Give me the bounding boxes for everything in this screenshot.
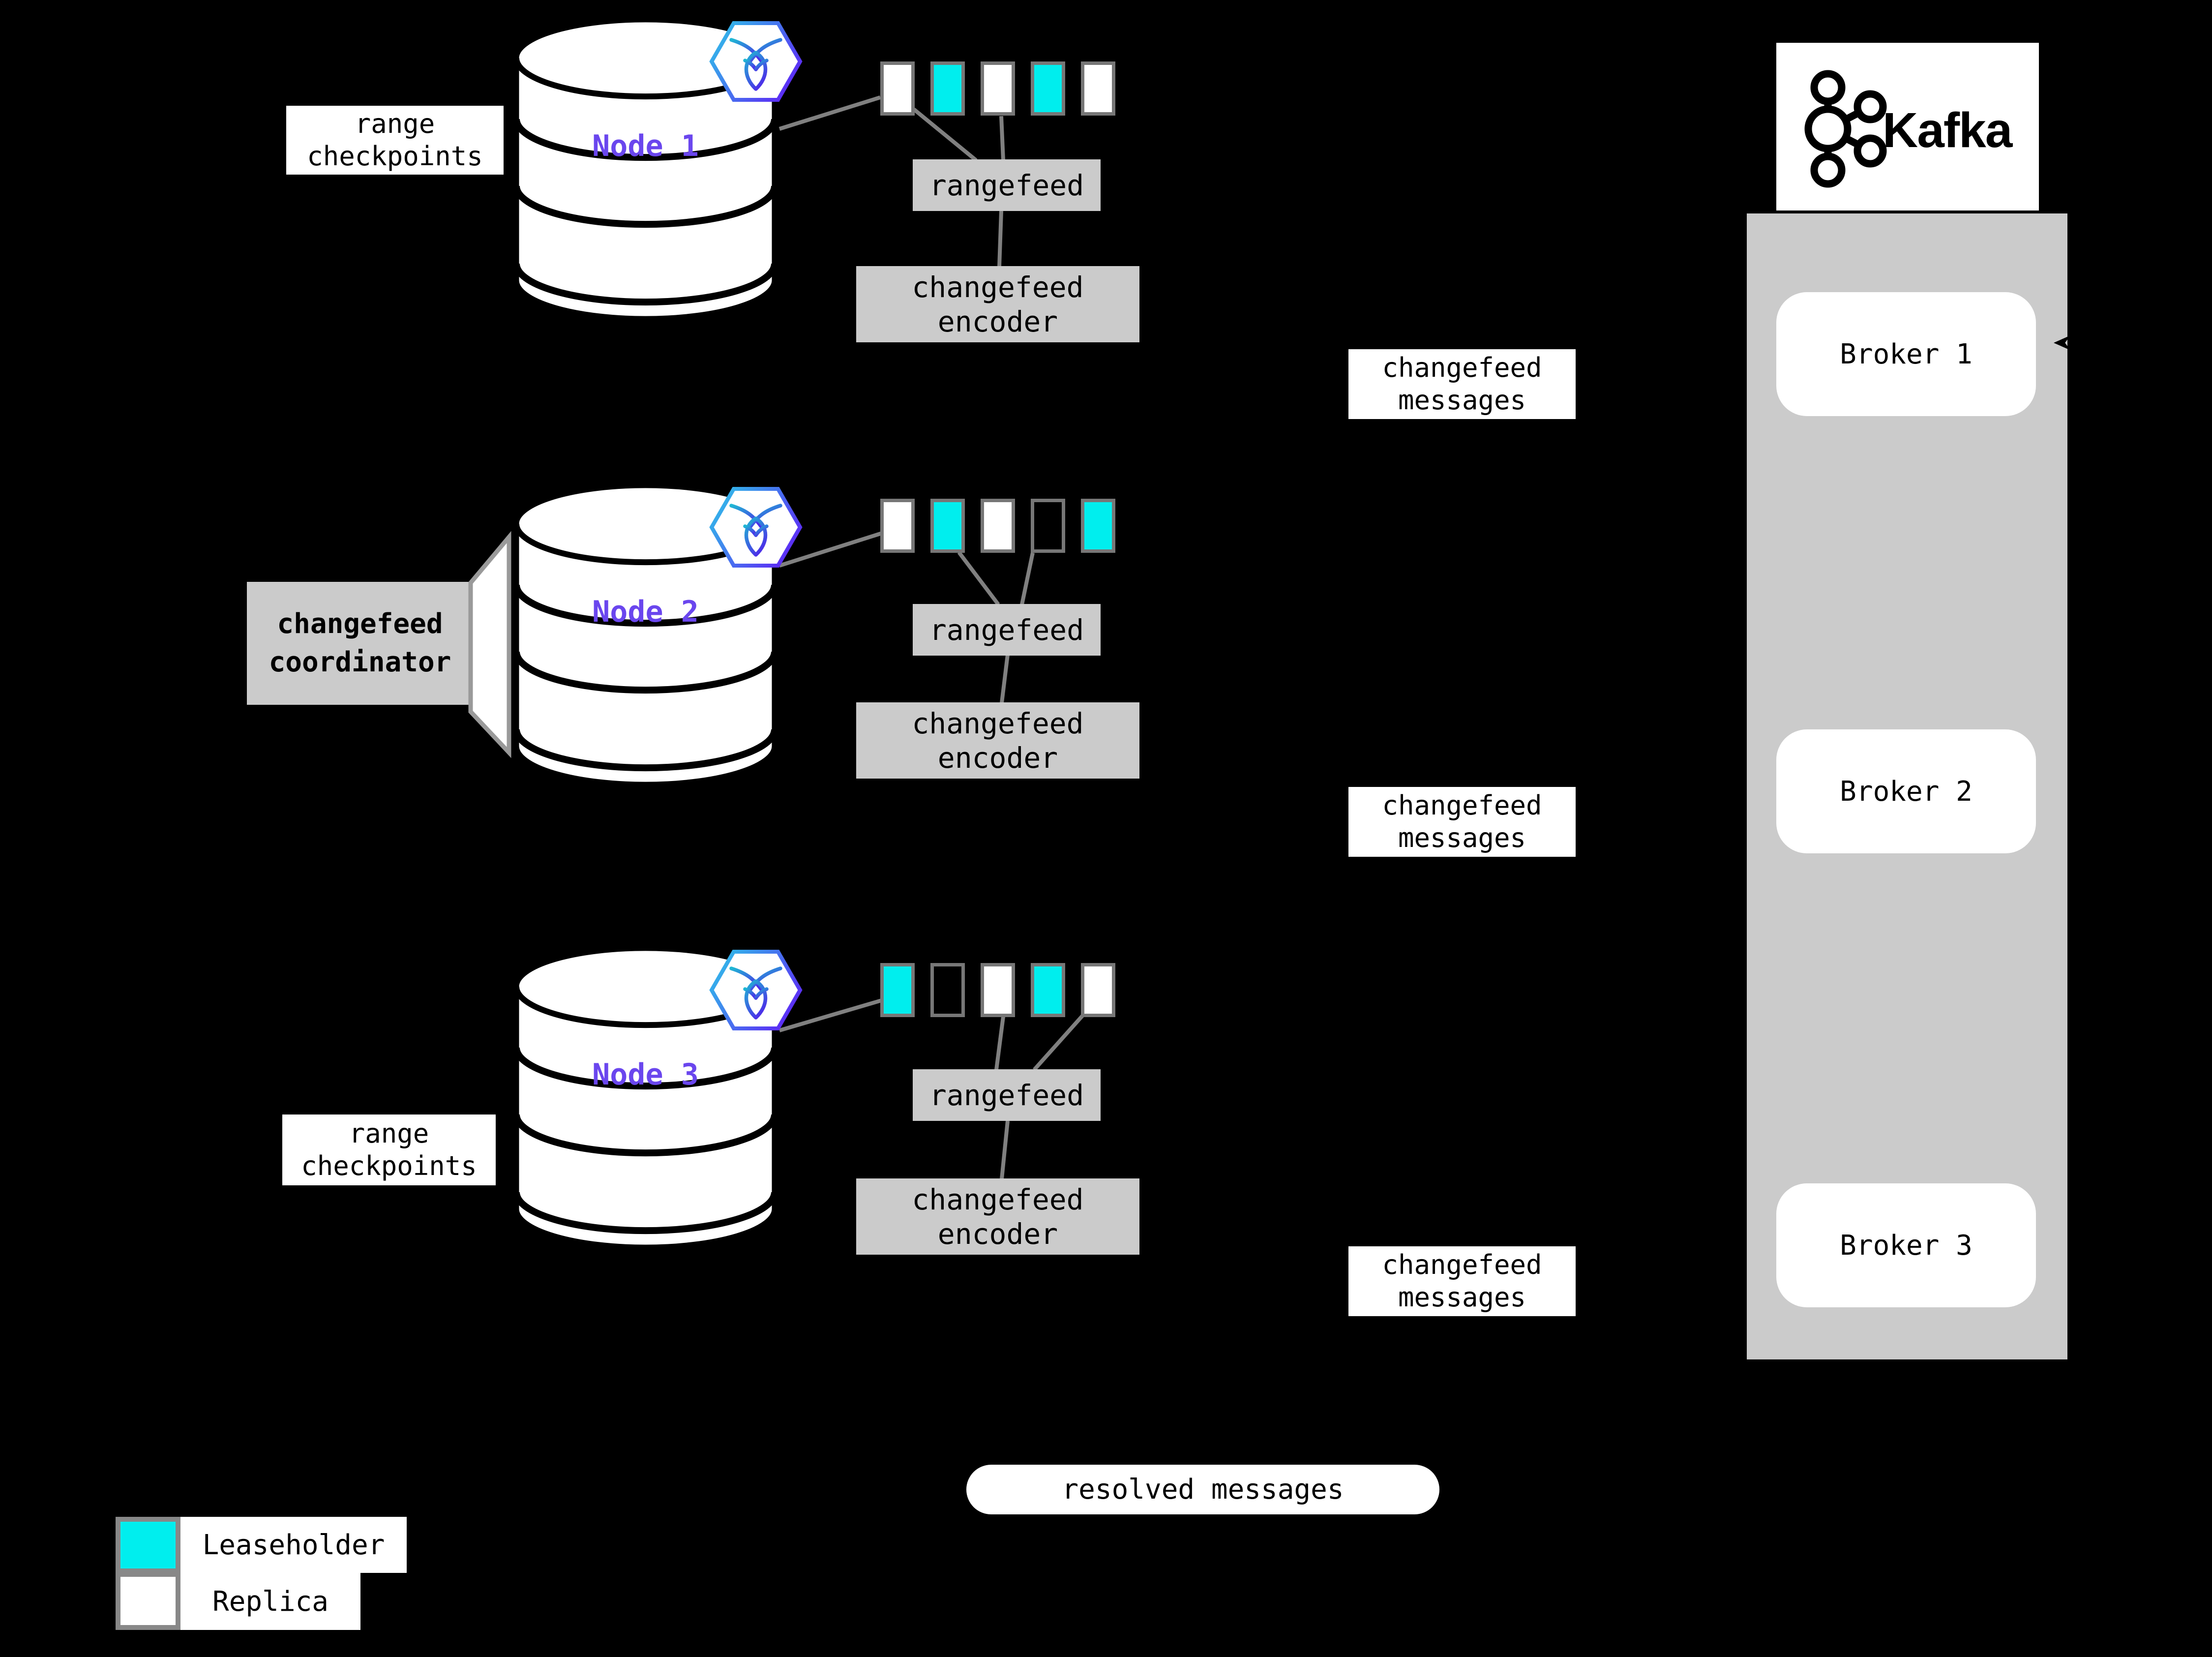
database-cylinder-node1 xyxy=(513,17,778,322)
range-box-replica xyxy=(981,61,1015,116)
rangefeed-box-node3: rangefeed xyxy=(913,1069,1101,1121)
node1-label: Node 1 xyxy=(592,129,699,163)
database-cylinder-node2 xyxy=(513,482,778,787)
changefeed-coordinator-box: changefeed coordinator xyxy=(247,582,473,705)
cockroachdb-hexagon-icon xyxy=(709,21,803,102)
kafka-nodes-icon xyxy=(1804,70,1887,188)
legend-label-replica: Replica xyxy=(180,1573,360,1630)
range-box-replica xyxy=(981,963,1015,1017)
range-box-replica xyxy=(981,499,1015,553)
range-box-replica xyxy=(1081,61,1115,116)
broker-2: Broker 2 xyxy=(1776,729,2036,853)
coordinator-pointer-flag xyxy=(468,531,511,758)
range-box-leaseholder xyxy=(1031,963,1065,1017)
range-box-leaseholder xyxy=(930,61,965,116)
range-box-leaseholder xyxy=(930,499,965,553)
legend-swatch-replica xyxy=(116,1572,180,1630)
range-row-node1 xyxy=(880,61,1115,116)
node2-label: Node 2 xyxy=(592,595,699,629)
range-box-leaseholder xyxy=(1031,61,1065,116)
legend-label-leaseholder: Leaseholder xyxy=(180,1517,407,1573)
changefeed-encoder-box-node2: changefeed encoder xyxy=(856,702,1139,779)
range-box-empty xyxy=(1031,499,1065,553)
resolved-messages-pill: resolved messages xyxy=(966,1465,1439,1514)
rangefeed-box-node1: rangefeed xyxy=(913,159,1101,211)
changefeed-encoder-box-node1: changefeed encoder xyxy=(856,266,1139,342)
kafka-wordmark: Kafka xyxy=(1883,103,2012,158)
range-box-empty xyxy=(930,963,965,1017)
range-box-leaseholder xyxy=(880,963,915,1017)
range-box-replica xyxy=(880,61,915,116)
database-cylinder-node3 xyxy=(513,945,778,1250)
range-checkpoints-label-bottom: range checkpoints xyxy=(282,1115,496,1185)
cockroachdb-hexagon-icon xyxy=(709,950,803,1030)
range-box-replica xyxy=(1081,963,1115,1017)
cockroachdb-hexagon-icon xyxy=(709,487,803,568)
changefeed-encoder-box-node3: changefeed encoder xyxy=(856,1178,1139,1255)
legend-swatch-leaseholder xyxy=(116,1517,180,1573)
broker-1: Broker 1 xyxy=(1776,292,2036,416)
node3-label: Node 3 xyxy=(592,1057,699,1092)
range-box-leaseholder xyxy=(1081,499,1115,553)
changefeed-messages-label-node2: changefeed messages xyxy=(1348,787,1576,857)
range-box-replica xyxy=(880,499,915,553)
changefeed-messages-label-node3: changefeed messages xyxy=(1348,1246,1576,1316)
range-row-node2 xyxy=(880,499,1115,553)
range-row-node3 xyxy=(880,963,1115,1017)
range-checkpoints-label-top: range checkpoints xyxy=(286,106,504,175)
broker-3: Broker 3 xyxy=(1776,1183,2036,1307)
rangefeed-box-node2: rangefeed xyxy=(913,604,1101,656)
changefeed-messages-label-node1: changefeed messages xyxy=(1348,349,1576,419)
